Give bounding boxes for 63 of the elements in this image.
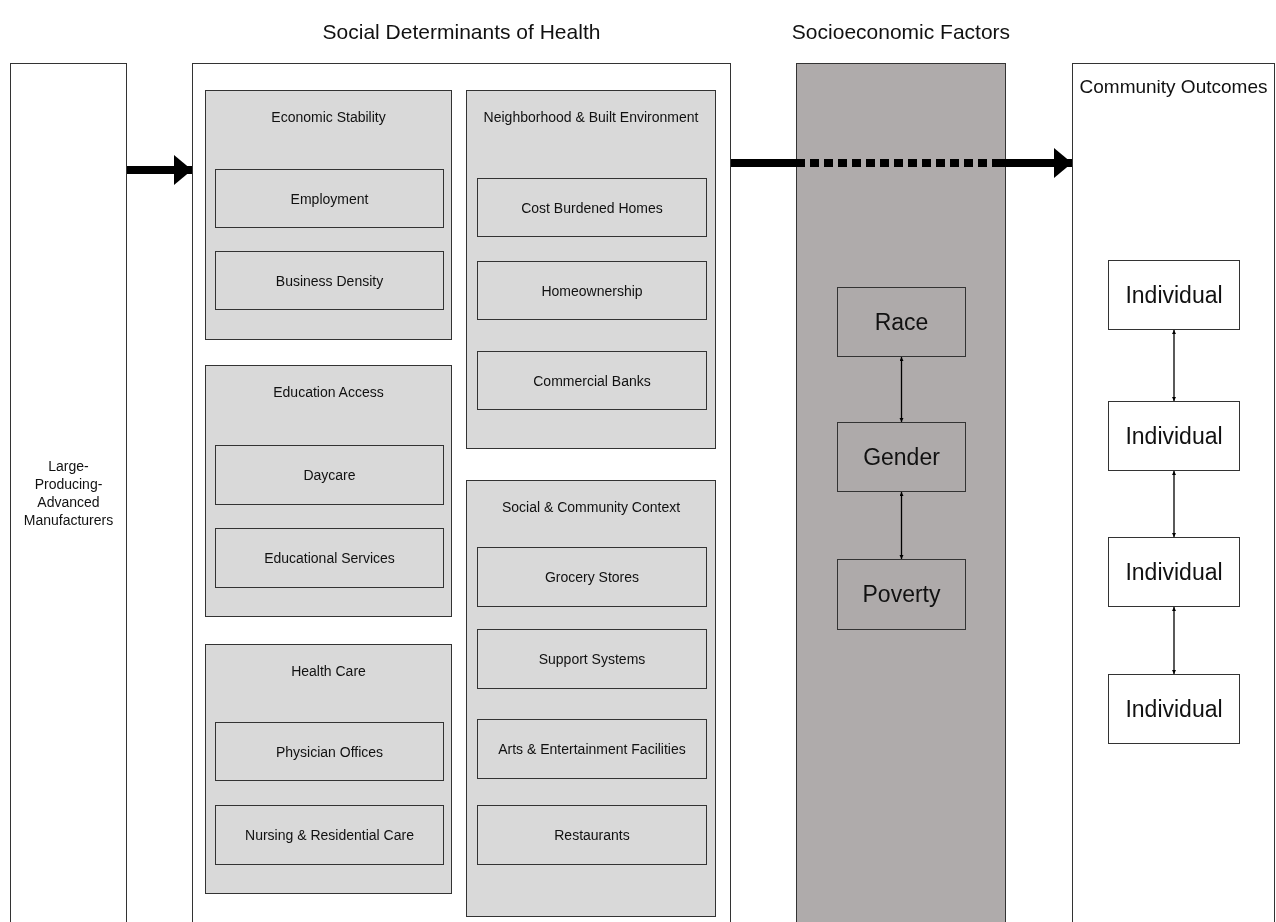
- arrow: [1172, 470, 1176, 538]
- box-label: Individual: [1125, 281, 1223, 309]
- arrow: [1172, 606, 1176, 675]
- factor-box: [215, 445, 444, 505]
- arrow: [1172, 329, 1176, 402]
- factor-box: [837, 422, 966, 492]
- factor-box: [215, 251, 444, 310]
- factor-box: [477, 261, 707, 320]
- box-label: Daycare: [303, 467, 356, 483]
- box-label: Restaurants: [554, 827, 630, 843]
- box-label: Homeownership: [541, 282, 643, 299]
- factor-box: [1108, 674, 1240, 744]
- factor-box: [1108, 401, 1240, 471]
- box-label: Arts & Entertainment Facilities: [498, 741, 686, 757]
- group-heading: Health Care: [290, 663, 367, 679]
- box-label: Individual: [1125, 558, 1223, 586]
- factor-box: [477, 629, 707, 689]
- group-box: [205, 365, 452, 617]
- factor-box: [215, 805, 444, 865]
- box-label: Individual: [1125, 695, 1223, 723]
- group-box: [205, 644, 452, 894]
- group-box: [205, 90, 452, 340]
- box-label: Individual: [1125, 422, 1223, 450]
- box-label: Commercial Banks: [533, 372, 651, 389]
- factor-box: [477, 719, 707, 779]
- arrow: [127, 155, 192, 185]
- factor-box: [477, 547, 707, 607]
- box-label: Support Systems: [538, 651, 646, 667]
- arrow: [899, 491, 904, 560]
- box-label: Physician Offices: [275, 743, 384, 760]
- box-label: Employment: [290, 190, 369, 207]
- group-heading: Neighborhood & Built Environment: [482, 109, 700, 125]
- column-title: Social Determinants of Health: [321, 20, 602, 44]
- column-label: Large- Producing- Advanced Manufacturers: [22, 456, 115, 530]
- factor-box: [477, 178, 707, 237]
- group-heading: Education Access: [272, 384, 385, 400]
- column-box: [10, 63, 127, 922]
- column-box: [1072, 63, 1275, 922]
- factor-box: [215, 722, 444, 781]
- factor-box: [477, 805, 707, 865]
- box-label: Educational Services: [264, 550, 395, 566]
- factor-box: [215, 528, 444, 588]
- factor-box: [477, 351, 707, 410]
- factor-box: [215, 169, 444, 228]
- group-heading: Economic Stability: [270, 109, 387, 125]
- group-heading: Social & Community Context: [500, 499, 682, 515]
- box-label: Race: [874, 308, 929, 336]
- factor-box: [837, 559, 966, 630]
- column-title: Socioeconomic Factors: [790, 20, 1012, 44]
- factor-box: [1108, 260, 1240, 330]
- group-box: [466, 480, 716, 917]
- box-label: Business Density: [275, 272, 384, 289]
- factor-box: [837, 287, 966, 357]
- group-box: [466, 90, 716, 449]
- arrow: [899, 356, 904, 423]
- arrow: [731, 148, 1072, 178]
- box-label: Gender: [863, 443, 940, 471]
- box-label: Grocery Stores: [544, 569, 640, 585]
- column-title: Community Outcomes: [1078, 76, 1269, 98]
- box-label: Nursing & Residential Care: [245, 827, 414, 843]
- factor-box: [1108, 537, 1240, 607]
- box-label: Poverty: [862, 581, 941, 608]
- box-label: Cost Burdened Homes: [521, 199, 663, 216]
